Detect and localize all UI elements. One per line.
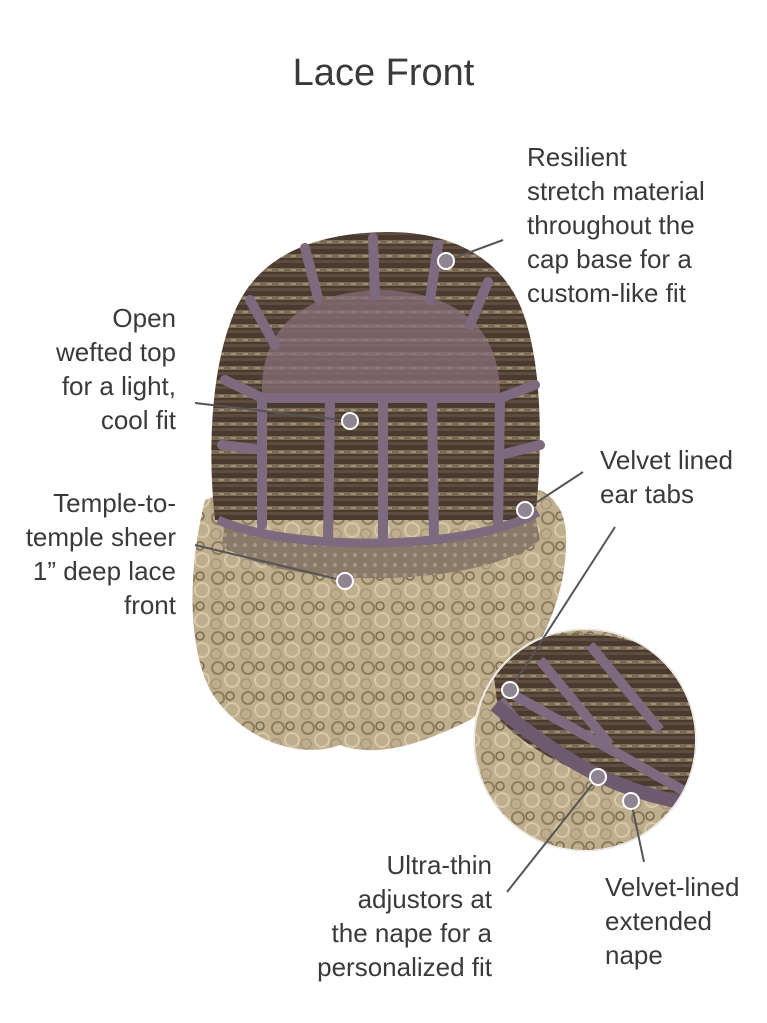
callout-markers (336, 252, 640, 810)
lace-panel (262, 290, 500, 395)
callout-temple-lace-front: Temple-to- temple sheer 1” deep lace fro… (25, 488, 176, 620)
callout-velvet-extended-nape: Velvet-lined extended nape (605, 872, 740, 970)
callout-open-wefted-top: Open wefted top for a light, cool fit (56, 303, 176, 435)
diagram-title: Lace Front (292, 52, 475, 94)
leader-lines (194, 239, 645, 893)
callout-resilient-stretch: Resilient stretch material throughout th… (527, 142, 705, 308)
cap-straps (217, 233, 545, 550)
callout-velvet-ear-tabs: Velvet lined ear tabs (600, 445, 733, 509)
callout-ultra-thin-adjustors: Ultra-thin adjustors at the nape for a p… (317, 850, 492, 982)
nape-inset (475, 630, 695, 850)
